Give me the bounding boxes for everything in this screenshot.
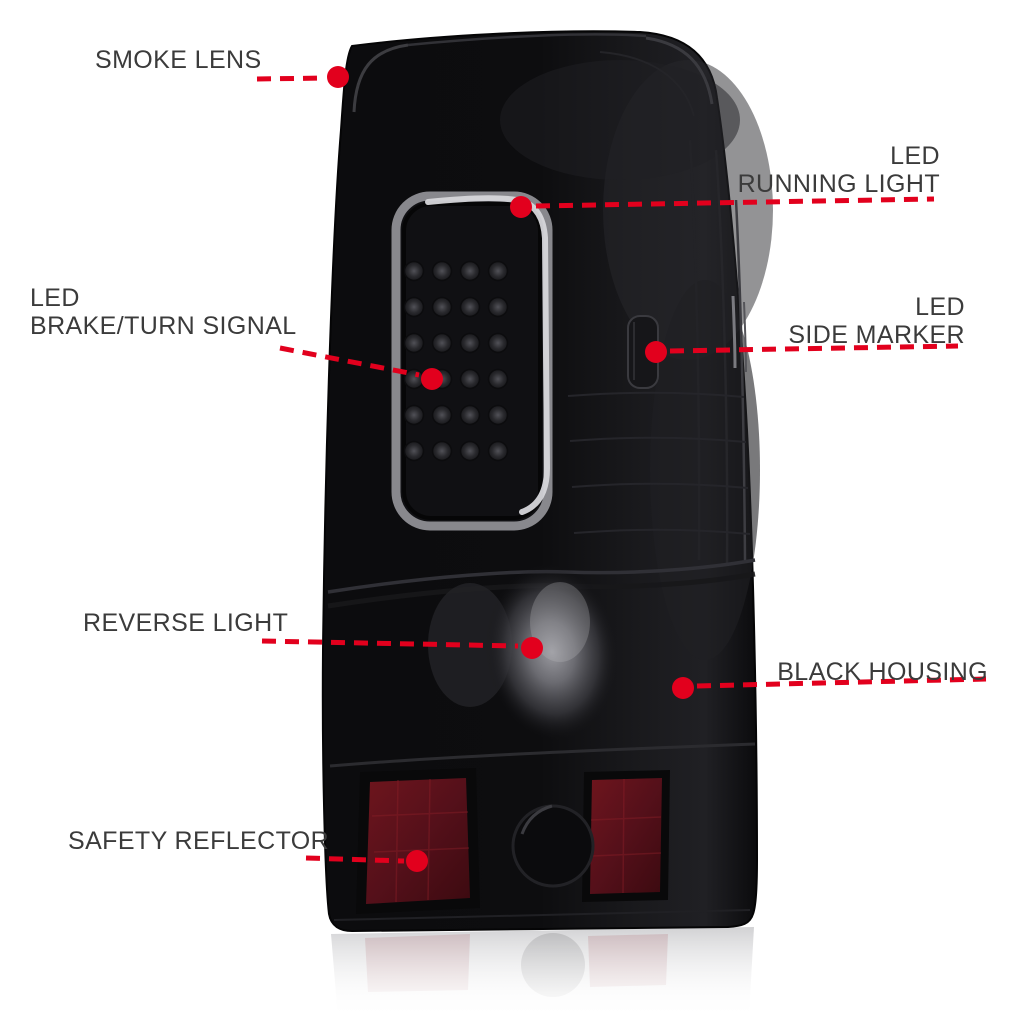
led-dot [487, 440, 509, 462]
led-dot [403, 332, 425, 354]
lens-edge-highlight [407, 33, 647, 47]
annotation-line: SIDE MARKER [788, 321, 965, 349]
callout-dot-led-brake-turn-signal [421, 368, 443, 390]
led-brake-array [403, 260, 509, 462]
reflector-texture [371, 778, 470, 903]
annotation-label-led-side-marker: LED SIDE MARKER [788, 293, 965, 349]
lens-contour [599, 51, 695, 117]
annotation-label-led-brake-turn-signal: LED BRAKE/TURN SIGNAL [30, 284, 297, 340]
annotation-label-black-housing: BLACK HOUSING [777, 658, 988, 686]
callout-line-smoke-lens [256, 75, 326, 82]
annotation-line: SAFETY REFLECTOR [68, 827, 330, 855]
led-dot [403, 440, 425, 462]
reflector-texture [590, 778, 662, 894]
callout-line-reverse-light [261, 638, 519, 649]
housing-rib [573, 528, 751, 535]
led-dot [431, 332, 453, 354]
led-dot [459, 260, 481, 282]
led-dot [403, 296, 425, 318]
callout-dot-led-side-marker [645, 341, 667, 363]
bottom-divider-line [329, 742, 756, 768]
callout-line-led-side-marker [669, 343, 959, 354]
led-dot [459, 296, 481, 318]
tube-chrome-highlight [425, 195, 551, 515]
annotation-line: BRAKE/TURN SIGNAL [30, 312, 297, 340]
annotation-line: LED [915, 293, 965, 321]
callout-line-safety-reflector [305, 855, 405, 864]
housing-rib [571, 482, 749, 489]
led-dot [487, 296, 509, 318]
callouts [256, 66, 987, 872]
led-running-light-tube [391, 191, 553, 531]
lens-edge-highlight [645, 36, 714, 105]
led-dot [403, 404, 425, 426]
socket-cap-highlight [520, 804, 553, 835]
housing-rib [567, 391, 745, 398]
led-dot [431, 404, 453, 426]
led-dot [431, 260, 453, 282]
annotation-line: LED [890, 142, 940, 170]
led-dot [487, 332, 509, 354]
led-dot [459, 404, 481, 426]
callout-line-black-housing [696, 676, 987, 689]
safety-reflector-left [366, 778, 470, 904]
annotation-label-smoke-lens: SMOKE LENS [95, 46, 262, 74]
led-dot [459, 368, 481, 390]
callout-line-led-brake-turn-signal [279, 345, 420, 378]
led-dot [431, 296, 453, 318]
callout-dot-safety-reflector [406, 850, 428, 872]
annotation-line: SMOKE LENS [95, 46, 262, 74]
tube-inner-shadow [402, 202, 542, 520]
annotation-line: LED [30, 284, 80, 312]
housing-ridge [688, 139, 701, 561]
annotation-line: BLACK HOUSING [777, 658, 988, 686]
led-dot [431, 440, 453, 462]
callout-line-led-running-light [535, 196, 935, 209]
lens-edge-highlight [352, 43, 409, 113]
led-dot [403, 260, 425, 282]
safety-reflector-right [590, 778, 662, 894]
led-dot [403, 368, 425, 390]
annotation-line: REVERSE LIGHT [83, 609, 289, 637]
housing-ridge [734, 199, 747, 561]
edge-reflection [731, 295, 737, 369]
annotation-label-reverse-light: REVERSE LIGHT [83, 609, 288, 637]
led-dot [459, 440, 481, 462]
housing-rib [569, 436, 747, 443]
callout-dot-led-running-light [510, 196, 532, 218]
bottom-lip [333, 909, 751, 921]
led-dot [487, 404, 509, 426]
tail-light-assembly [321, 30, 773, 933]
annotation-label-led-running-light: LED RUNNING LIGHT [738, 142, 940, 198]
led-dot [487, 260, 509, 282]
led-dot [487, 368, 509, 390]
edge-reflection [743, 301, 747, 373]
annotation-line: RUNNING LIGHT [737, 170, 940, 198]
reverse-light-lens [485, 564, 619, 740]
callout-dot-smoke-lens [327, 66, 349, 88]
housing-sheen [500, 60, 740, 180]
floor-reflection [315, 926, 775, 1024]
reverse-highlight [530, 582, 590, 662]
annotation-label-safety-reflector: SAFETY REFLECTOR [68, 827, 329, 855]
socket-cap [511, 804, 595, 888]
callout-dot-black-housing [672, 677, 694, 699]
led-dot [459, 332, 481, 354]
callout-dot-reverse-light [521, 637, 543, 659]
